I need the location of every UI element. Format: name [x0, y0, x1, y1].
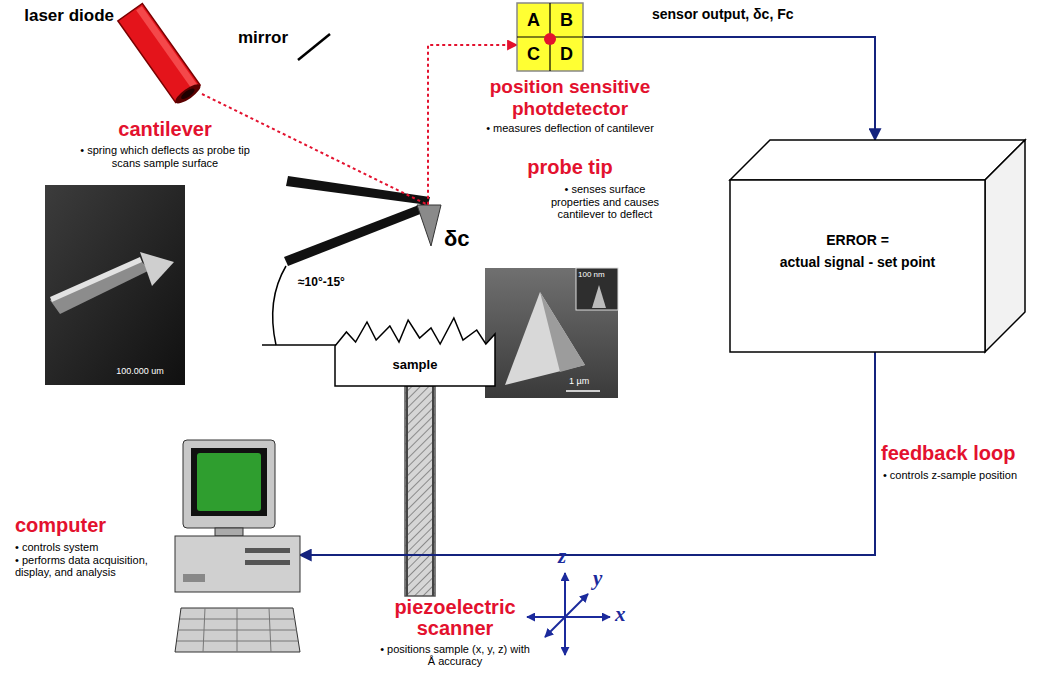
sem-tip [140, 252, 174, 286]
part-note: • controls z-sample position [880, 469, 1020, 482]
axis-label: z [558, 546, 566, 567]
mirror-line [298, 34, 330, 60]
laser-diode: laser diode [118, 6, 202, 106]
laser-diode-shape [118, 6, 202, 106]
y-axis [545, 594, 588, 637]
part-note: • senses surface properties and causes c… [544, 183, 666, 221]
angle-arc [273, 266, 286, 345]
sample-label: sample [335, 358, 495, 373]
error-box-shape-part [730, 140, 1025, 180]
computer-shape-part [175, 536, 300, 592]
sem-inset [576, 268, 618, 310]
cantilever-bar [284, 203, 428, 266]
computer-shape-part [183, 440, 275, 528]
z-axis [564, 573, 566, 655]
computer-shape-part [183, 574, 205, 582]
quadrant-letter: A [517, 3, 550, 37]
computer-shape-part [175, 608, 300, 652]
photodetector: ABCD [517, 3, 583, 71]
part-label: mirror [238, 28, 288, 48]
laser-diode-shape-part-part [180, 87, 197, 101]
scale-label: 1 µm [569, 376, 589, 386]
laser-diode-shape-part-part [173, 81, 203, 106]
laser-diode-shape-part [118, 4, 203, 107]
error-box-shape-part [730, 180, 985, 352]
quadrant-letter: D [550, 37, 583, 71]
piezo-column [405, 386, 435, 596]
photodetector-shape-part [517, 3, 583, 71]
sample-block-shape [335, 312, 495, 386]
part-note: • performs data acquisition, display, an… [15, 554, 170, 579]
probe-sem-image [485, 268, 618, 398]
part-heading: position sensitive photdetector [460, 76, 680, 120]
computer-caption: computer • controls system• performs data… [15, 514, 170, 579]
photodetector-shape-part [544, 33, 556, 45]
computer-shape-part [197, 453, 261, 511]
part-heading: probe tip [515, 156, 625, 179]
part-note: • spring which deflects as probe tip sca… [65, 144, 265, 169]
error-box-shape-part [985, 140, 1025, 352]
base-line [262, 344, 337, 346]
piezo-body [405, 386, 435, 596]
axis-label: y [593, 568, 602, 589]
scale-label: 100.000 um [90, 366, 190, 376]
part-note: • positions sample (x, y, z) with Å accu… [375, 643, 535, 667]
part-note: • measures deflection of cantilever [460, 122, 680, 135]
part-note: • controls system [15, 541, 170, 554]
scale-label: 100 nm [578, 270, 605, 279]
piezo-edge [406, 386, 408, 596]
photodetector-shape [517, 3, 583, 71]
computer-shape-part [237, 608, 238, 652]
error-text: actual signal - set point [730, 254, 985, 270]
computer-shape-part [215, 528, 243, 536]
error-text: ERROR = [730, 232, 985, 248]
part-heading: feedback loop [881, 442, 1015, 465]
sem-pyramid [505, 292, 585, 385]
computer-shape-part [269, 608, 271, 652]
axis-label: x [615, 604, 626, 625]
part-heading: computer [15, 514, 170, 537]
scale-bar [566, 390, 600, 392]
computer-shape [175, 440, 300, 672]
sample-block-shape-part [335, 318, 495, 386]
x-axis [527, 616, 610, 618]
quadrant-letter: C [517, 37, 550, 71]
laser-diode-shape-part-part [118, 4, 200, 103]
laser-diode-shape-part-part [136, 6, 197, 88]
deflection-symbol: δc [444, 226, 470, 251]
computer: computer• controls system• performs data… [175, 440, 300, 672]
signal-label: sensor output, δc, Fc [652, 6, 794, 22]
part-label: laser diode [24, 6, 114, 26]
computer-shape-part [203, 608, 205, 652]
sem-ground [485, 268, 618, 398]
computer-shape-part [191, 448, 267, 516]
part-heading: piezoelectric scanner [380, 597, 530, 639]
sem-beam [50, 260, 150, 314]
computer-shape-part [245, 548, 290, 553]
part-heading: cantilever [105, 118, 225, 141]
computer-shape-part [245, 560, 290, 565]
piezo-edge [432, 386, 434, 596]
sem-highlight [50, 257, 142, 302]
sample-block: sample [335, 312, 495, 386]
angle-label: ≈10°-15° [298, 276, 345, 290]
sem-inset-tip [592, 285, 606, 308]
laser-beam [202, 45, 517, 205]
error-box: ERROR = actual signal - set point [730, 140, 1025, 352]
quadrant-letter: B [550, 3, 583, 37]
cantilever-sem-image [45, 185, 185, 385]
sem-ground [45, 185, 185, 385]
cantilever-beam [284, 176, 441, 266]
probe-tip-shape [417, 205, 441, 246]
cantilever-bar [286, 176, 430, 205]
